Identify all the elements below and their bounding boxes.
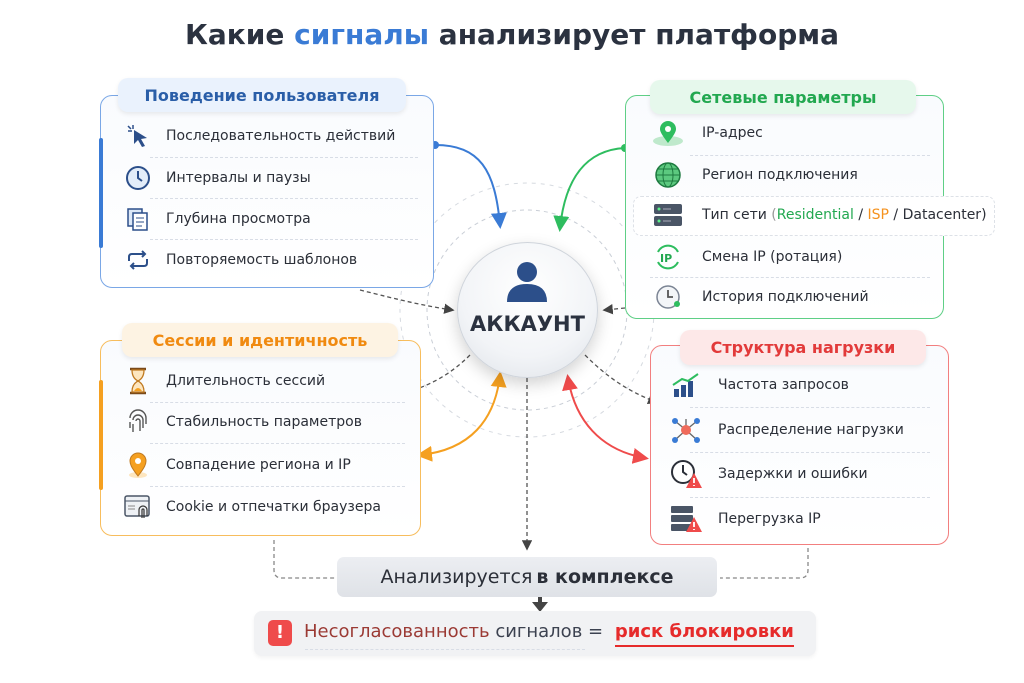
load-panel	[650, 345, 949, 545]
item-label: Смена IP (ротация)	[702, 249, 843, 265]
accent-bar	[99, 138, 103, 248]
behavior-panel	[100, 95, 434, 288]
alert-icon: !	[268, 620, 292, 646]
fingerprint-icon	[124, 408, 152, 436]
list-item: Глубина просмотра	[124, 205, 311, 233]
account-label: АККАУНТ	[470, 312, 585, 336]
list-item: Тип сети (Residential / ISP / Datacenter…	[650, 201, 987, 229]
behavior-title: Поведение пользователя	[118, 78, 406, 112]
pages-icon	[124, 205, 152, 233]
server-warning-icon	[668, 505, 704, 533]
item-label: Задержки и ошибки	[718, 466, 868, 482]
history-clock-icon	[650, 283, 686, 311]
repeat-icon	[124, 246, 152, 274]
risk-banner	[254, 611, 816, 656]
list-item: Стабильность параметров	[124, 408, 362, 436]
item-label: Последовательность действий	[166, 128, 396, 144]
list-item: Последовательность действий	[124, 122, 395, 150]
item-label: Интервалы и паузы	[166, 170, 311, 186]
list-item: Распределение нагрузки	[668, 416, 904, 444]
item-label: Частота запросов	[718, 377, 849, 393]
item-label: Повторяемость шаблонов	[166, 252, 358, 268]
location-pin-icon	[124, 451, 152, 479]
list-item: Совпадение региона и IP	[124, 451, 351, 479]
list-item: IP-адрес	[650, 119, 763, 147]
bar-chart-icon	[668, 371, 704, 399]
item-label: IP-адрес	[702, 125, 763, 141]
item-label: Перегрузка IP	[718, 511, 821, 527]
list-item: История подключений	[650, 283, 869, 311]
item-label: История подключений	[702, 289, 869, 305]
sessions-panel	[100, 340, 421, 536]
item-label: Тип сети (Residential / ISP / Datacenter…	[702, 207, 987, 223]
item-label: Распределение нагрузки	[718, 422, 904, 438]
item-label: Стабильность параметров	[166, 414, 362, 430]
clock-icon	[124, 164, 152, 192]
svg-text:IP: IP	[660, 252, 672, 265]
item-label: Глубина просмотра	[166, 211, 311, 227]
list-item: Регион подключения	[650, 161, 858, 189]
highlight-row	[633, 196, 995, 236]
network-title: Сетевые параметры	[650, 80, 916, 114]
list-item: IP Смена IP (ротация)	[650, 243, 842, 271]
accent-bar	[99, 380, 103, 490]
item-label: Регион подключения	[702, 167, 858, 183]
clock-warning-icon	[668, 460, 704, 488]
item-label: Совпадение региона и IP	[166, 457, 351, 473]
network-nodes-icon	[668, 416, 704, 444]
analyzed-banner: Анализируется в комплексе	[337, 557, 717, 597]
ip-rotation-icon: IP	[650, 243, 686, 271]
globe-icon	[650, 161, 686, 189]
list-item: Перегрузка IP	[668, 505, 821, 533]
cursor-click-icon	[124, 122, 152, 150]
list-item: Повторяемость шаблонов	[124, 246, 357, 274]
location-pin-icon	[650, 119, 686, 147]
server-icon	[650, 201, 686, 229]
load-title: Структура нагрузки	[680, 330, 926, 365]
sessions-title: Сессии и идентичность	[122, 323, 398, 357]
list-item: Длительность сессий	[124, 367, 325, 395]
list-item: Частота запросов	[668, 371, 849, 399]
risk-text: Несогласованность сигналов = риск блокир…	[304, 621, 794, 647]
item-label: Cookie и отпечатки браузера	[166, 499, 381, 515]
item-label: Длительность сессий	[166, 373, 326, 389]
browser-fingerprint-icon	[124, 493, 152, 521]
hourglass-icon	[124, 367, 152, 395]
user-icon	[503, 258, 551, 306]
page-title: Какие сигналы анализирует платформа	[184, 18, 840, 51]
list-item: Задержки и ошибки	[668, 460, 868, 488]
list-item: Интервалы и паузы	[124, 164, 311, 192]
list-item: Cookie и отпечатки браузера	[124, 493, 381, 521]
